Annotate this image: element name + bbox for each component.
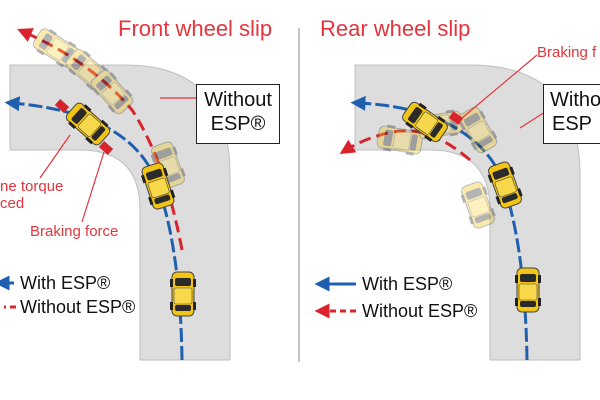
car-icon: [514, 267, 542, 313]
right-callout-braking: Braking f: [537, 44, 597, 61]
left-box-line2: ESP®: [210, 113, 266, 135]
left-callout-torque-line1: ne torque: [0, 178, 64, 195]
right-legend-with: With ESP®: [362, 274, 453, 294]
left-callout-torque: ne torque ced: [0, 178, 63, 212]
car-icon: [169, 271, 197, 317]
left-panel-title: Front wheel slip: [118, 16, 273, 41]
left-callout-torque-line2: ced: [0, 195, 25, 212]
left-box-line1: Without: [204, 89, 272, 111]
right-box-line2: ESP: [551, 113, 593, 135]
right-box-line1: Witho: [550, 89, 600, 111]
right-legend-without: Without ESP®: [362, 301, 478, 321]
left-legend-without: Without ESP®: [20, 297, 136, 317]
right-panel-title: Rear wheel slip: [320, 16, 471, 41]
right-without-esp-box: Witho ESP: [543, 84, 600, 144]
left-legend-with: With ESP®: [20, 273, 111, 293]
left-callout-braking: Braking force: [30, 223, 119, 240]
left-without-esp-box: Without ESP®: [196, 84, 280, 144]
right-without-esp-path: [339, 129, 471, 162]
